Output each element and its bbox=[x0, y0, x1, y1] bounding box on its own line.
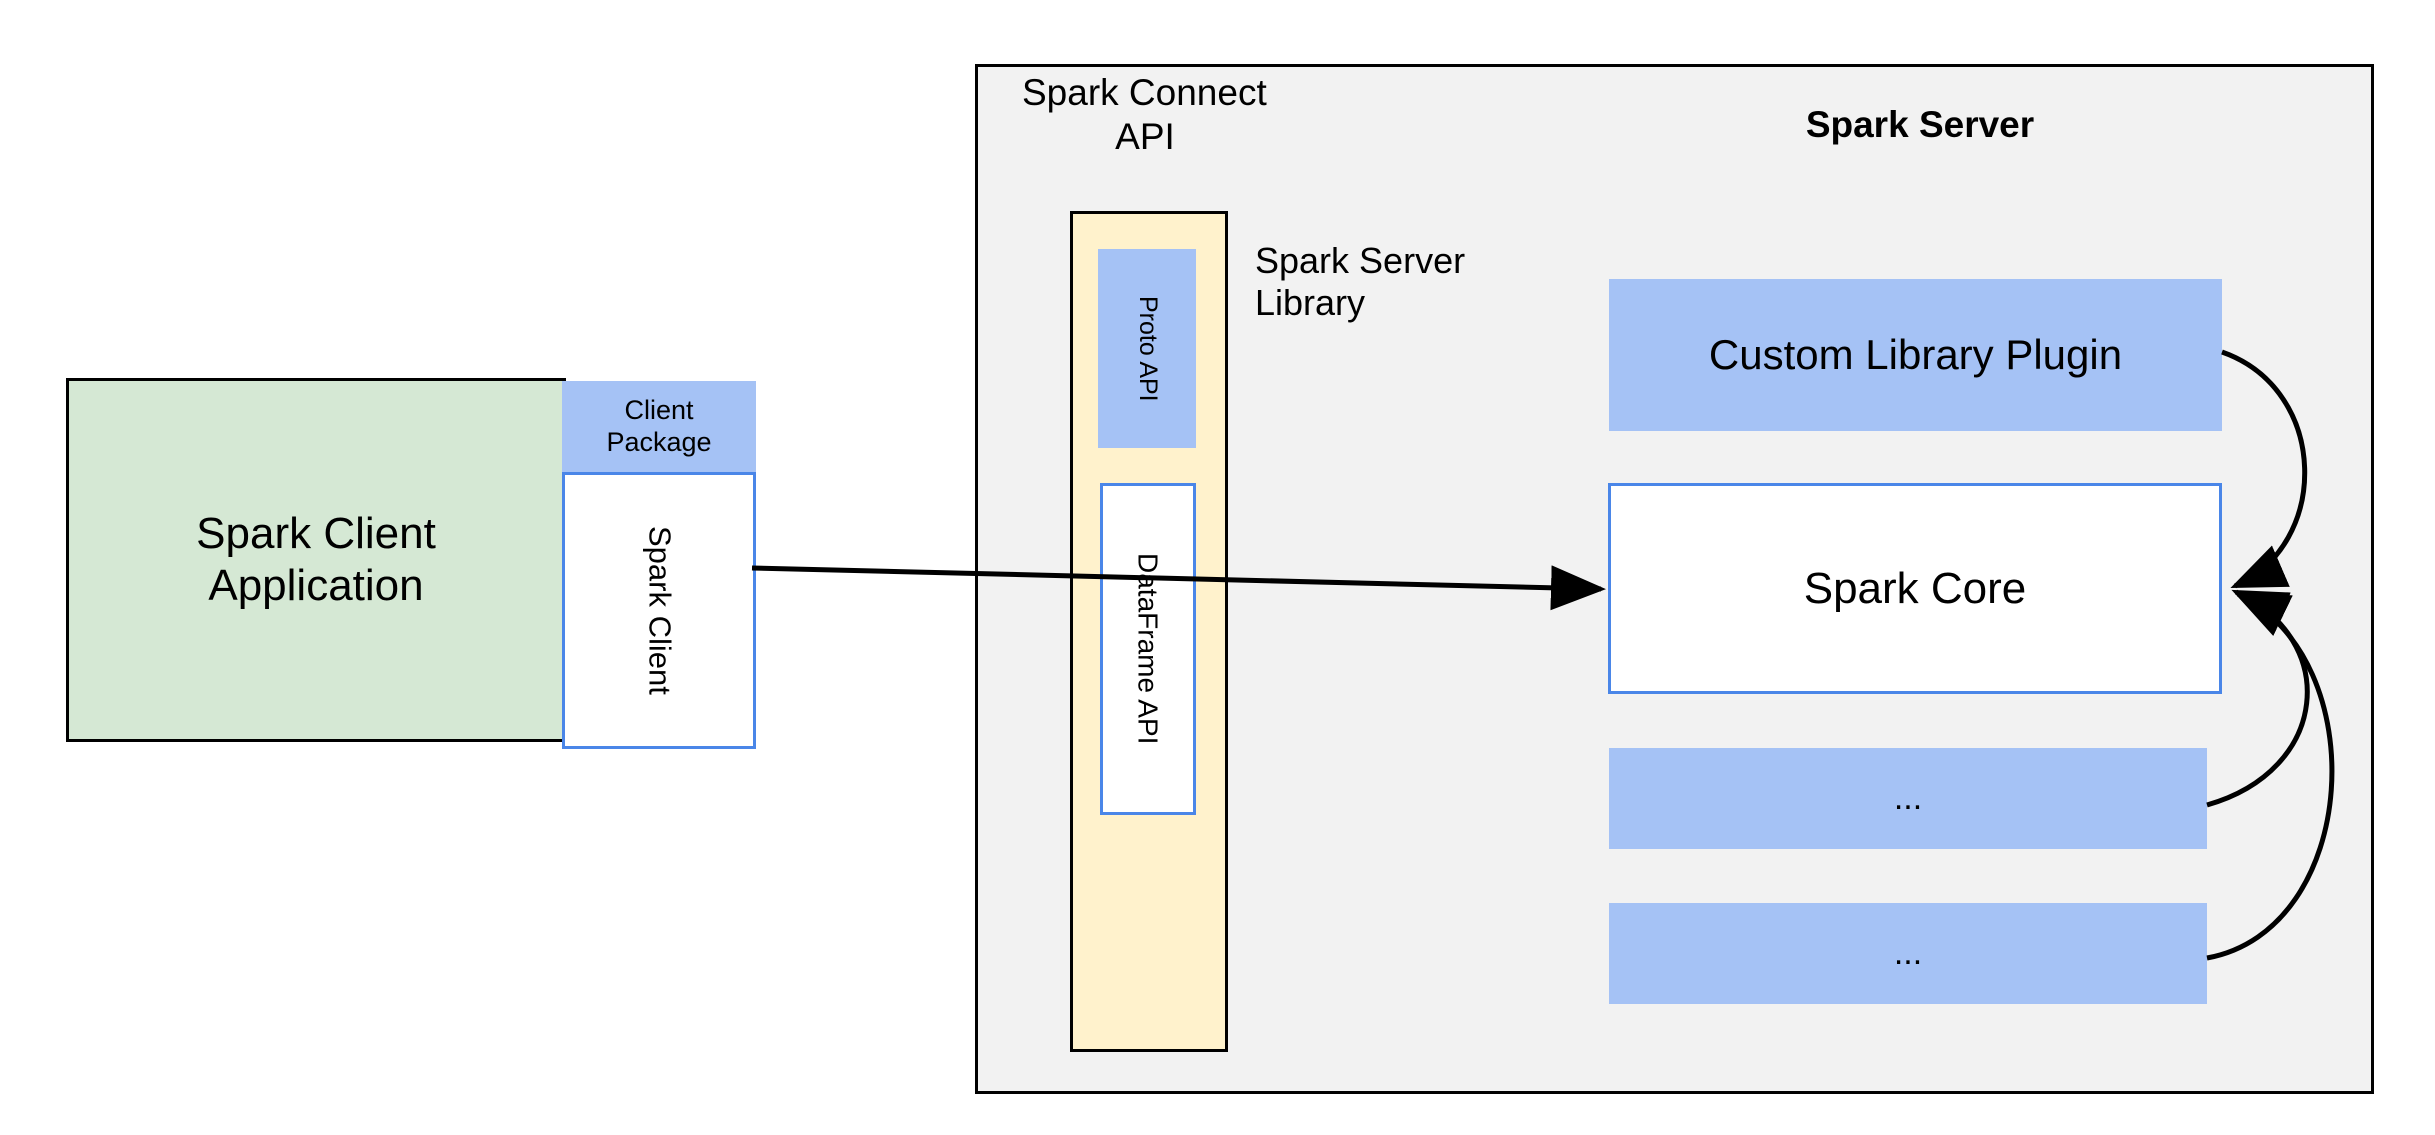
client-package-box[interactable]: Client Package bbox=[562, 381, 756, 472]
placeholder-component-box-1[interactable]: ... bbox=[1609, 748, 2207, 849]
spark-client-box[interactable]: Spark Client bbox=[562, 472, 756, 749]
spark-client-label: Spark Client bbox=[642, 526, 678, 695]
spark-connect-api-label-line1: Spark Connect bbox=[1022, 72, 1267, 114]
custom-library-plugin-box[interactable]: Custom Library Plugin bbox=[1609, 279, 2222, 431]
spark-connect-api-label-line2: API bbox=[1115, 116, 1175, 157]
spark-client-application-line1: Spark Client bbox=[196, 509, 436, 559]
dataframe-api-label: DataFrame API bbox=[1132, 553, 1164, 745]
proto-api-label: Proto API bbox=[1133, 295, 1162, 402]
spark-client-application-line2: Application bbox=[208, 561, 424, 610]
placeholder-component-box-2[interactable]: ... bbox=[1609, 903, 2207, 1004]
spark-server-library-line1: Spark Server bbox=[1255, 240, 1466, 281]
spark-client-application-box[interactable]: Spark Client Application bbox=[66, 378, 566, 742]
spark-server-library-label: Spark Server Library bbox=[1255, 240, 1555, 330]
proto-api-box[interactable]: Proto API bbox=[1098, 249, 1196, 448]
dataframe-api-box[interactable]: DataFrame API bbox=[1100, 483, 1196, 815]
client-package-line2: Package bbox=[606, 426, 712, 457]
spark-core-box[interactable]: Spark Core bbox=[1608, 483, 2222, 694]
spark-connect-api-label: Spark Connect API bbox=[1000, 70, 1290, 160]
spark-server-title: Spark Server bbox=[1805, 104, 2035, 146]
spark-server-library-line2: Library bbox=[1255, 282, 1366, 324]
client-package-line1: Client bbox=[624, 394, 694, 425]
